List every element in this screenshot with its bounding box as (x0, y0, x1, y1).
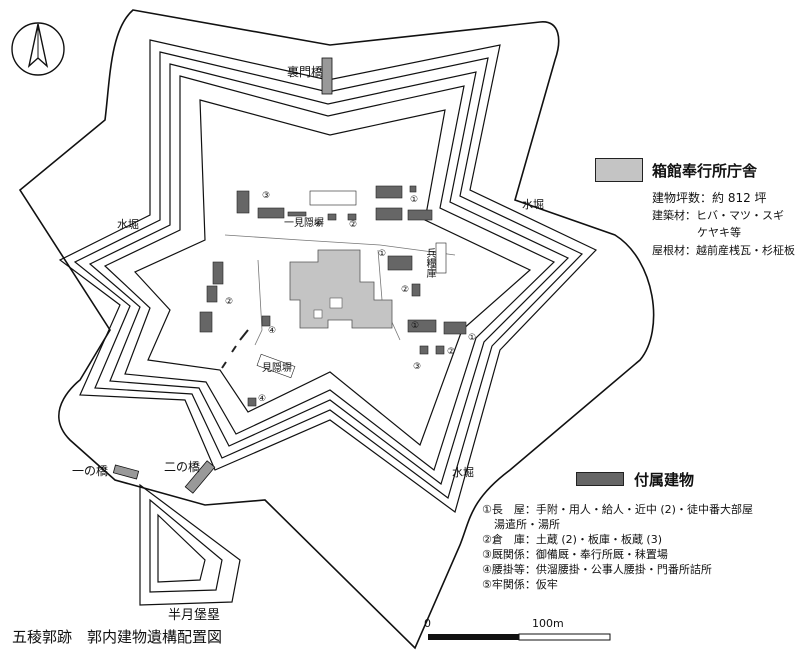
annex-building (327, 213, 337, 221)
main-office-legend-label: 箱館奉行所庁舎 (652, 162, 758, 180)
main-office-swatch (595, 158, 643, 182)
annex-building (407, 209, 433, 221)
half-moon-bastion (139, 483, 241, 606)
annex-list-item: ④腰掛等：供溜腰掛・公事人腰掛・門番所詰所 (482, 563, 712, 576)
rampart-inner (133, 99, 532, 446)
annex-building (435, 345, 445, 355)
mikoshi-wall-upper-label: 一見隠塀 (284, 218, 324, 229)
plan-number: ① (378, 249, 387, 259)
plan-number: ③ (262, 191, 271, 201)
plan-number: ③ (413, 362, 422, 372)
annex-list-item: ⑤牢関係：仮牢 (482, 578, 558, 591)
plan-number: ② (349, 220, 358, 230)
annex-building (309, 190, 357, 206)
annex-building (247, 397, 257, 407)
main-office-info: 建築材：ヒバ・マツ・スギ (652, 209, 784, 222)
plan-number: ① (411, 321, 420, 331)
annex-building (261, 315, 271, 327)
mikoshi-wall-upper (287, 211, 307, 217)
mikoshi-wall-lower-label: 見隠塀 (262, 363, 292, 374)
powder-storehouse-label: 兵糧庫 (424, 248, 435, 278)
first-bridge-label: 一の橋 (72, 464, 109, 478)
rampart-ring-2 (73, 51, 584, 499)
second-bridge (184, 460, 216, 494)
plan-number: ④ (314, 219, 323, 229)
annex-building (443, 321, 467, 335)
main-office-courtyard (329, 297, 343, 309)
annex-building (411, 283, 421, 297)
half-moon-bastion-label: 半月堡塁 (168, 608, 221, 623)
annex-building (212, 261, 224, 285)
main-office-courtyard (313, 309, 323, 319)
scale-zero-label: 0 (424, 617, 431, 630)
powder-storehouse (435, 242, 447, 274)
plan-number: ② (401, 285, 410, 295)
moat-label: 水堀 (522, 198, 544, 211)
half-moon-ring (149, 498, 223, 593)
annex-legend-label: 付属建物 (634, 471, 695, 489)
annex-building (419, 345, 429, 355)
annex-building (199, 311, 213, 333)
rampart-ring-3 (88, 63, 570, 485)
annex-building-list: ①長 屋：手附・用人・給人・近中 (2)・徒中番大部屋 湯遣所・湯所 ②倉 庫：… (482, 502, 753, 592)
rampart-ring-4 (103, 75, 556, 471)
plan-number: ④ (258, 394, 267, 404)
plan-number: ② (225, 297, 234, 307)
main-office-info: 建物坪数：約 812 坪 (652, 191, 767, 205)
second-bridge-label: 二の橋 (164, 460, 201, 474)
annex-building (257, 207, 285, 219)
wall-segment (221, 361, 227, 369)
annex-list-item: ③厩関係：御備厩・奉行所厩・秣置場 (482, 548, 668, 561)
main-office-info: 屋根材：越前産桟瓦・杉柾板 (652, 244, 795, 257)
annex-list-item: ①長 屋：手附・用人・給人・近中 (2)・徒中番大部屋 (482, 503, 753, 516)
annex-swatch (576, 472, 624, 486)
moat-label: 水堀 (452, 466, 474, 479)
plan-number: ④ (268, 326, 277, 336)
courtyard-line (224, 234, 456, 256)
plan-number: ① (468, 333, 477, 343)
half-moon-ring (157, 513, 206, 583)
annex-building (206, 285, 218, 303)
annex-list-item: ②倉 庫：土蔵 (2)・板庫・板蔵 (3) (482, 533, 663, 546)
annex-building (409, 185, 417, 193)
annex-building (375, 207, 403, 221)
wall-segment (231, 345, 237, 353)
plan-number: ② (447, 347, 456, 357)
back-gate-bridge (321, 57, 333, 95)
plan-number: ① (410, 195, 419, 205)
moat-outline (18, 9, 655, 650)
wall-segment (239, 329, 249, 341)
annex-building (407, 319, 437, 333)
courtyard-line (254, 259, 263, 346)
main-office-info: ケヤキ等 (697, 226, 741, 239)
map-title: 五稜郭跡 郭内建物遺構配置図 (12, 628, 223, 646)
annex-building (236, 190, 250, 214)
annex-building (347, 213, 357, 221)
scale-labels: 0 100m (420, 617, 610, 647)
north-arrow-icon (11, 22, 65, 76)
moat-label: 水堀 (117, 218, 139, 231)
scale-hundred-label: 100m (532, 617, 564, 630)
annex-list-item: 湯遣所・湯所 (494, 518, 560, 531)
back-gate-bridge-label: 裏門橋 (287, 65, 324, 79)
rampart-outer (58, 39, 598, 513)
annex-building (375, 185, 403, 199)
main-office-building (289, 249, 393, 329)
first-bridge (112, 464, 140, 480)
scale-bar (428, 633, 611, 641)
annex-building (387, 255, 413, 271)
mikoshi-wall-lower (256, 353, 296, 379)
